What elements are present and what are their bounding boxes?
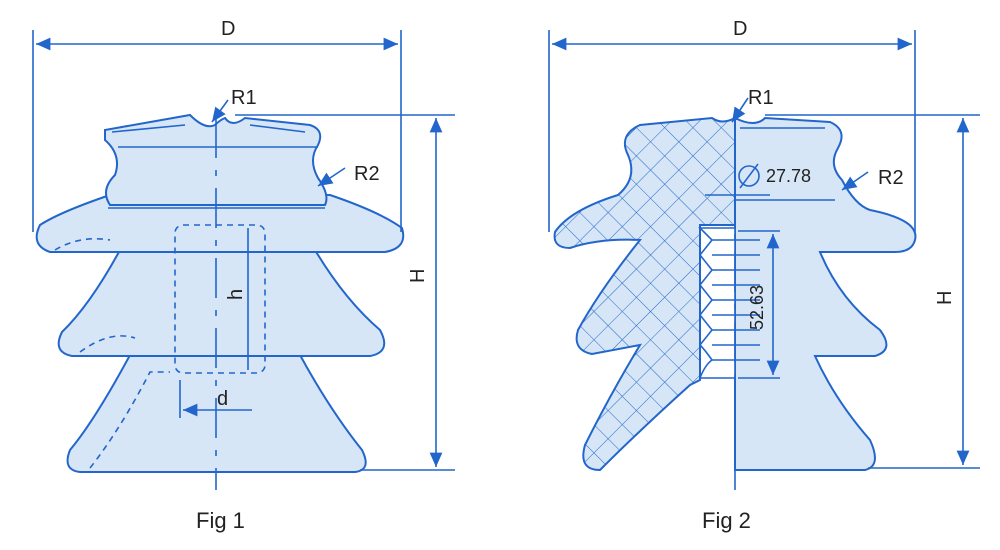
- fig1-label-R1: R1: [231, 87, 257, 109]
- fig1-top-skirt: [35, 194, 405, 253]
- fig2-diameter-symbol: [738, 165, 760, 187]
- fig2-caption: Fig 2: [702, 508, 751, 533]
- fig1-label-R2: R2: [354, 163, 380, 185]
- fig2-section-half: [553, 116, 736, 472]
- fig2-label-H: H: [934, 291, 956, 305]
- fig1-r2-leader: [317, 167, 346, 187]
- fig1-caption: Fig 1: [196, 508, 245, 533]
- fig2-r1-leader: [731, 97, 749, 123]
- fig2-label-R2: R2: [878, 167, 904, 189]
- fig1-top-groove-2: [249, 124, 306, 133]
- fig1-head: [104, 113, 328, 206]
- fig2-label-R1: R1: [748, 87, 774, 109]
- fig1-labels: D R1 R2 H h d: [217, 18, 429, 410]
- fig2-dimensions: [548, 30, 980, 469]
- fig1-hidden-mid: [79, 335, 136, 353]
- fig2-details: [698, 112, 835, 490]
- fig2-labels: D R1 R2 27.78 H 52.63: [733, 18, 956, 330]
- fig2-thread-bore: [698, 227, 736, 379]
- fig1-insulator: [35, 113, 405, 473]
- fig1-pin-hole: [174, 224, 266, 374]
- fig1-dimensions: [32, 30, 455, 471]
- fig1-hidden-bottom: [89, 371, 170, 469]
- fig2-right-half: [734, 116, 917, 471]
- fig1-label-h: h: [225, 289, 247, 300]
- fig2-thread-lines: [712, 239, 760, 361]
- fig2-insulator: [553, 116, 917, 472]
- fig2-diameter-slash: [739, 163, 759, 189]
- fig1-hidden-top: [54, 237, 111, 251]
- fig2-label-D: D: [733, 18, 747, 40]
- fig1-details: [54, 118, 325, 490]
- fig1-label-d: d: [217, 388, 228, 410]
- fig1-middle-skirt: [57, 249, 386, 357]
- fig1-r1-leader: [211, 99, 229, 123]
- fig1-label-D: D: [221, 18, 235, 40]
- fig2-r2-leader: [841, 171, 869, 191]
- fig1-label-H: H: [407, 269, 429, 283]
- fig1-top-groove: [111, 124, 186, 133]
- fig2-label-depth: 52.63: [747, 285, 767, 330]
- fig2-label-diameter: 27.78: [766, 166, 811, 186]
